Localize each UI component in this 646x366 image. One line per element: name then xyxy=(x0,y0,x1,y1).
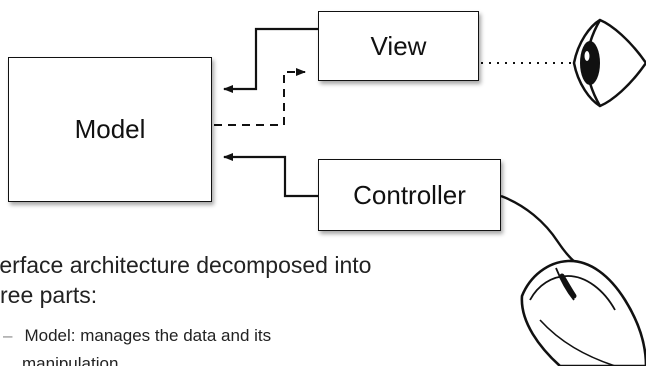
controller-to-model-arrow xyxy=(223,153,318,198)
caption-line-2: ree parts: xyxy=(0,282,98,308)
model-box: Model xyxy=(8,57,212,202)
eye-icon xyxy=(572,18,646,108)
bullet-text-line-2: manipulation xyxy=(22,354,119,366)
bullet-marker: – xyxy=(3,326,13,345)
mouse-icon xyxy=(520,259,646,366)
model-to-view-dashed-arrow xyxy=(214,68,306,126)
bullet-text-line-1: Model: manages the data and its xyxy=(24,326,272,345)
caption-line-1: terface architecture decomposed into xyxy=(0,252,372,278)
view-label: View xyxy=(370,30,427,61)
model-label: Model xyxy=(74,114,146,144)
bullet-item-model: –Model: manages the data and its xyxy=(3,326,271,346)
view-box: View xyxy=(318,11,479,81)
mouse-cable xyxy=(500,194,581,267)
view-to-model-arrow xyxy=(223,27,318,93)
controller-label: Controller xyxy=(353,179,466,210)
controller-box: Controller xyxy=(318,159,501,231)
